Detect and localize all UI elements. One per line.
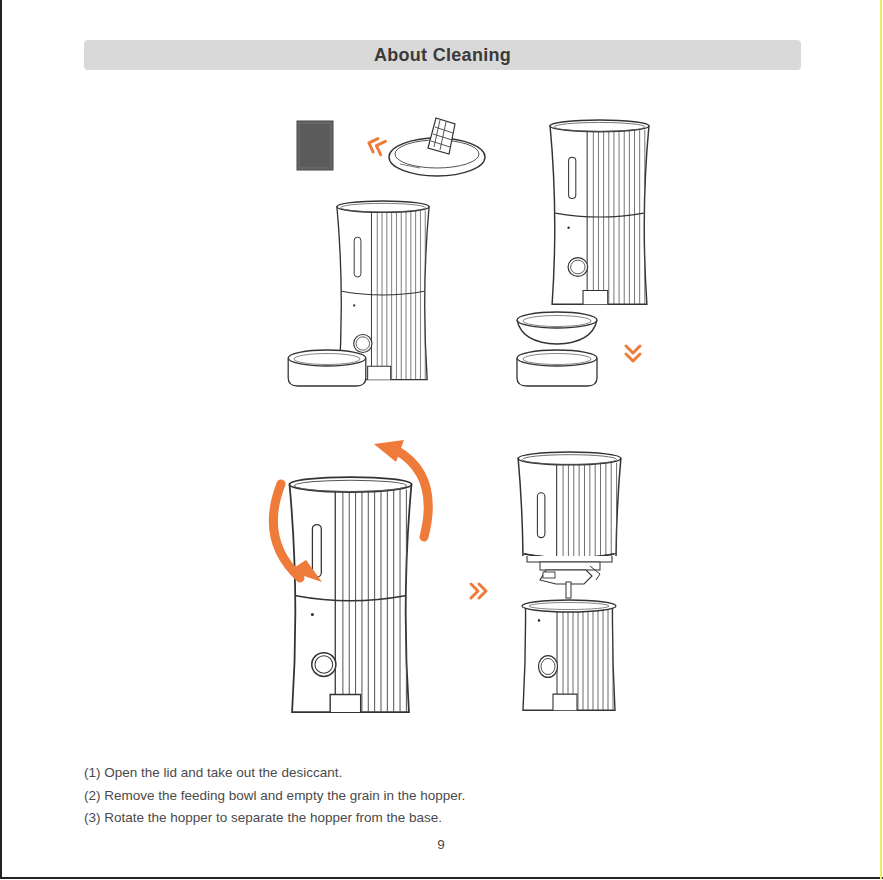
move-arrow [626,346,640,361]
rotate-arrow [273,440,428,582]
feeder-base [521,494,617,710]
instruction-step: (1) Open the lid and take out the desicc… [84,765,342,780]
bowl-base [517,350,597,386]
feeding-bowl [517,312,597,344]
move-arrow [471,584,486,598]
feeder-lid [389,118,485,176]
pet-feeder [290,477,412,712]
page-edge [880,0,882,879]
pet-feeder [550,120,649,304]
page-title: About Cleaning [374,45,511,66]
move-arrow [367,136,386,154]
title-band: About Cleaning [84,40,801,70]
desiccant-packet [297,121,333,170]
page-number: 9 [437,837,445,852]
instruction-step: (2) Remove the feeding bowl and empty th… [84,788,465,803]
instruction-step: (3) Rotate the hopper to separate the ho… [84,810,442,825]
page-border [0,877,883,879]
page-border [0,0,2,879]
feeding-bowl [288,350,366,386]
